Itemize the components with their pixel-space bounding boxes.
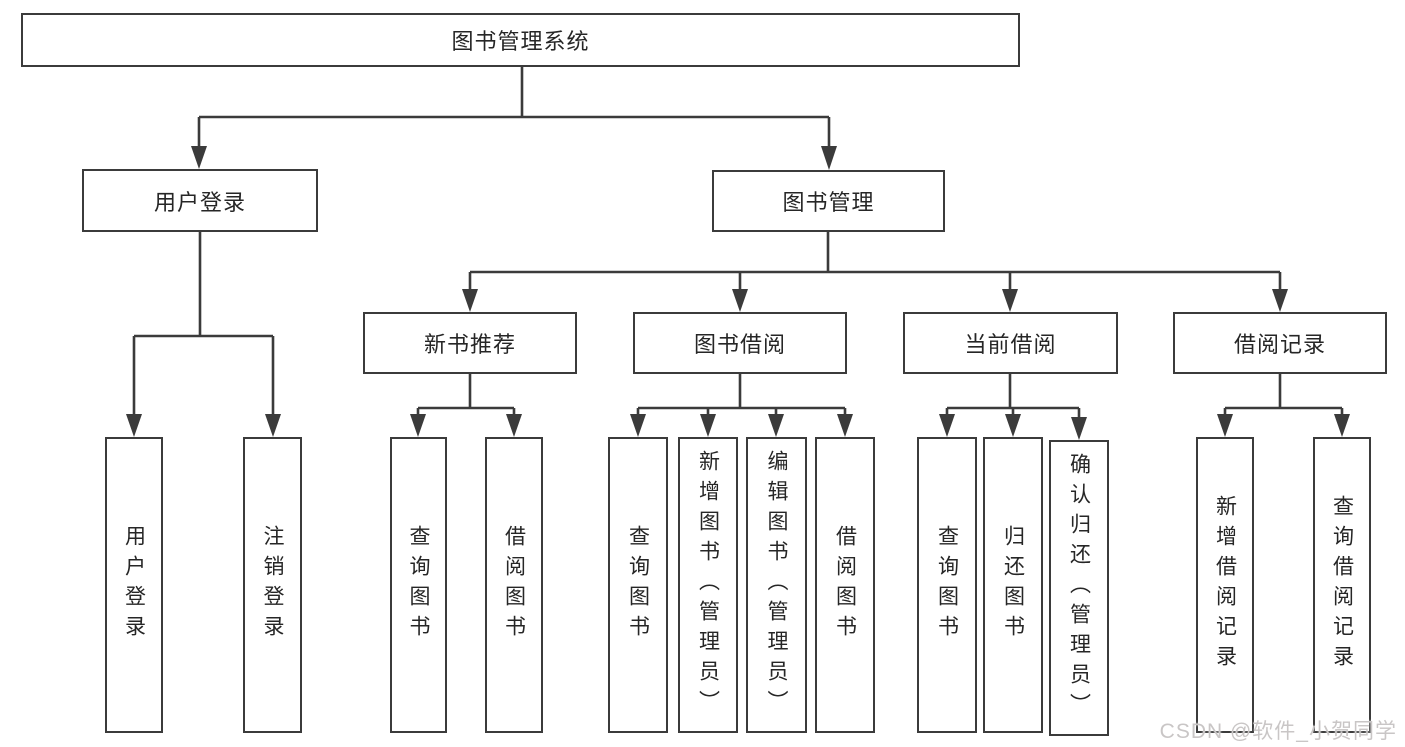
leaf-borrow-books-borrowing: 借阅图书: [815, 437, 875, 733]
leaf-label: 查询借阅记录: [1330, 495, 1354, 675]
leaf-label: 归还图书: [1001, 525, 1025, 645]
leaf-borrow-books-recommend: 借阅图书: [485, 437, 543, 733]
leaf-label: 借阅图书: [833, 525, 857, 645]
leaf-label: 编辑图书（管理员）: [765, 450, 788, 720]
leaf-query-books-current: 查询图书: [917, 437, 977, 733]
leaf-label: 新增图书（管理员）: [696, 450, 720, 720]
leaf-label: 查询图书: [935, 525, 959, 645]
leaf-label: 查询图书: [407, 525, 430, 645]
node-book-management: 图书管理: [712, 170, 945, 232]
connector-new-book-children: [410, 374, 522, 437]
leaf-label: 借阅图书: [502, 525, 526, 645]
connector-user-login-children: [126, 232, 281, 437]
leaf-return-books: 归还图书: [983, 437, 1043, 733]
leaf-logout: 注销登录: [243, 437, 302, 733]
leaf-edit-book-admin: 编辑图书（管理员）: [746, 437, 807, 733]
leaf-label: 确认归还（管理员）: [1067, 453, 1091, 723]
leaf-label: 新增借阅记录: [1213, 495, 1237, 675]
node-root-system: 图书管理系统: [21, 13, 1020, 67]
leaf-query-books-recommend: 查询图书: [390, 437, 447, 733]
leaf-label: 查询图书: [626, 525, 650, 645]
node-new-book-recommend: 新书推荐: [363, 312, 577, 374]
leaf-user-login: 用户登录: [105, 437, 163, 733]
connector-book-management-children: [462, 232, 1288, 312]
leaf-label: 用户登录: [122, 525, 146, 645]
node-borrow-records: 借阅记录: [1173, 312, 1387, 374]
connector-book-borrowing-children: [630, 374, 853, 437]
connector-borrow-records-children: [1217, 374, 1350, 437]
connector-current-borrowing-children: [939, 374, 1087, 440]
node-book-borrowing: 图书借阅: [633, 312, 847, 374]
leaf-add-book-admin: 新增图书（管理员）: [678, 437, 738, 733]
leaf-query-books-borrowing: 查询图书: [608, 437, 668, 733]
leaf-add-borrow-record: 新增借阅记录: [1196, 437, 1254, 733]
node-user-login: 用户登录: [82, 169, 318, 232]
leaf-confirm-return-admin: 确认归还（管理员）: [1049, 440, 1109, 736]
leaf-query-borrow-record: 查询借阅记录: [1313, 437, 1371, 733]
connector-root-to-level2: [191, 67, 837, 170]
node-current-borrowing: 当前借阅: [903, 312, 1118, 374]
leaf-label: 注销登录: [261, 525, 284, 645]
